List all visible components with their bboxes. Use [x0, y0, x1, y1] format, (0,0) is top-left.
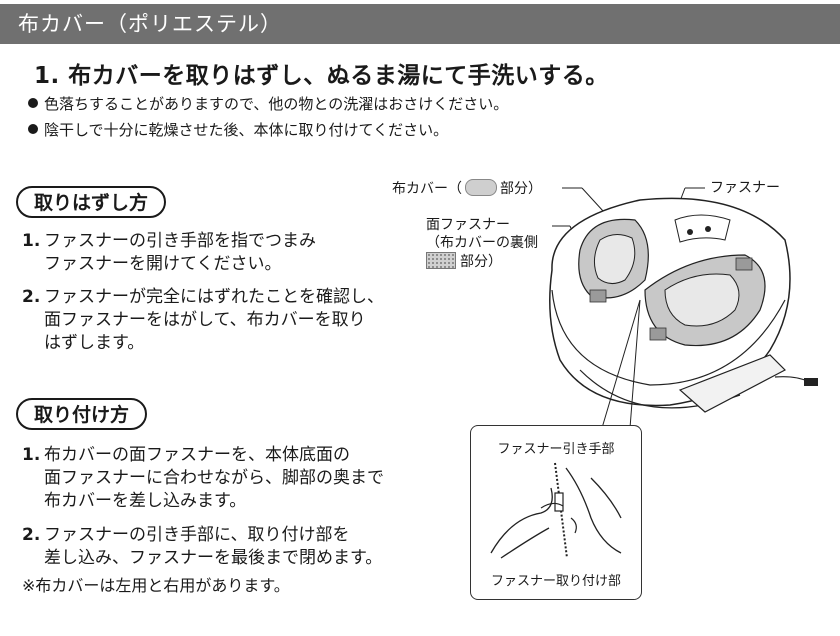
removal-step-1: 1.ファスナーの引き手部を指でつまみ ファスナーを開けてください。 [22, 231, 316, 274]
velcro-label: 面ファスナー （布カバーの裏側 部分） [426, 217, 538, 270]
note-text: ※布カバーは左用と右用があります。 [22, 576, 290, 595]
removal-heading: 取りはずし方 [16, 186, 167, 218]
section-header: 布カバー（ポリエステル） [0, 4, 840, 44]
section-title: 布カバー（ポリエステル） [18, 12, 282, 36]
zipper-detail-inset: ファスナー引き手部 ファスナー取り付け部 [470, 425, 642, 600]
attach-step-1: 1.布カバーの面ファスナーを、本体底面の 面ファスナーに合わせながら、脚部の奥ま… [22, 445, 384, 511]
cloth-cover-label: 布カバー（部分） [392, 179, 542, 197]
step-title: 1. 布カバーを取りはずし、ぬるま湯にて手洗いする。 [34, 56, 609, 90]
bullet-item: 陰干しで十分に乾燥させた後、本体に取り付けてください。 [28, 120, 448, 140]
zipper-hands-illustration [490, 462, 622, 559]
cloth-cover-swatch-icon [465, 179, 497, 196]
step-text: 布カバーを取りはずし、ぬるま湯にて手洗いする。 [68, 63, 609, 89]
zipper-attachment-label: ファスナー取り付け部 [490, 574, 621, 589]
attach-step-2: 2.ファスナーの引き手部に、取り付け部を 差し込み、ファスナーを最後まで閉めます… [22, 525, 383, 568]
foot-massager-illustration [549, 187, 818, 429]
bullet-dot-icon [28, 98, 38, 108]
velcro-swatch-icon [426, 252, 456, 269]
bullet-item: 色落ちすることがありますので、他の物との洗濯はおさけください。 [28, 94, 508, 114]
step-number: 1. [34, 63, 60, 89]
removal-step-2: 2.ファスナーが完全にはずれたことを確認し、 面ファスナーをはがして、布カバーを… [22, 287, 384, 353]
fastener-label: ファスナー [710, 180, 780, 196]
zipper-pull-label: ファスナー引き手部 [497, 442, 615, 457]
bullet-dot-icon [28, 124, 38, 134]
attach-heading: 取り付け方 [16, 398, 148, 430]
